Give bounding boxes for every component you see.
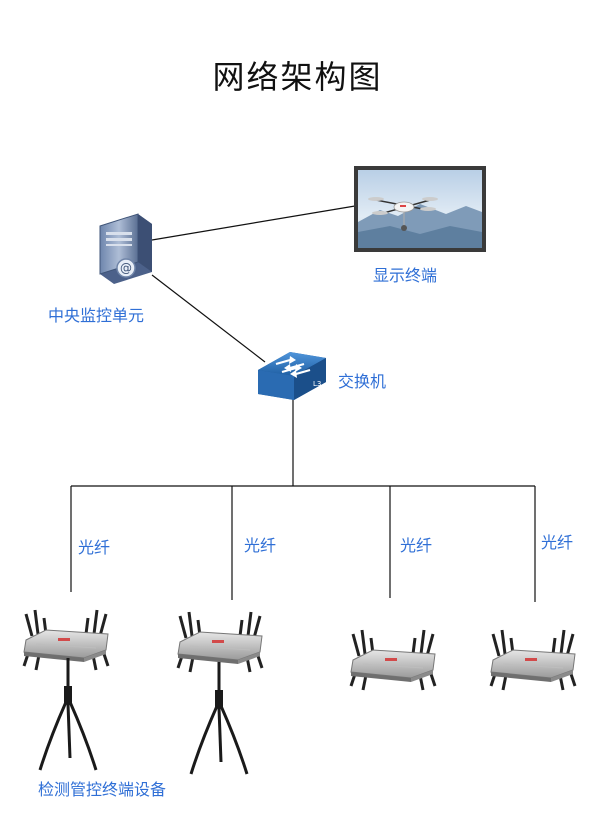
central-monitor-label: 中央监控单元 <box>48 306 145 325</box>
fiber-label-3: 光纤 <box>400 536 433 555</box>
diagram-title: 网络架构图 <box>212 58 383 96</box>
display-terminal-label: 显示终端 <box>373 266 438 285</box>
switch-badge: L3 <box>313 380 321 388</box>
link-monitor-switch <box>151 274 266 363</box>
display-terminal-icon <box>354 166 486 252</box>
link-monitor-display <box>151 205 356 241</box>
device-1-icon <box>22 608 110 772</box>
fiber-label-2: 光纤 <box>244 536 277 555</box>
switch-icon <box>258 352 326 400</box>
fiber-label-4: 光纤 <box>541 533 574 552</box>
device-4-icon <box>489 628 577 692</box>
fiber-label-1: 光纤 <box>78 538 111 557</box>
devices-label: 检测管控终端设备 <box>38 780 167 799</box>
device-3-icon <box>349 628 437 692</box>
device-2-icon <box>176 610 264 776</box>
svg-text:@: @ <box>120 261 132 275</box>
server-tower-icon: @ <box>99 213 152 284</box>
switch-label: 交换机 <box>338 372 387 391</box>
